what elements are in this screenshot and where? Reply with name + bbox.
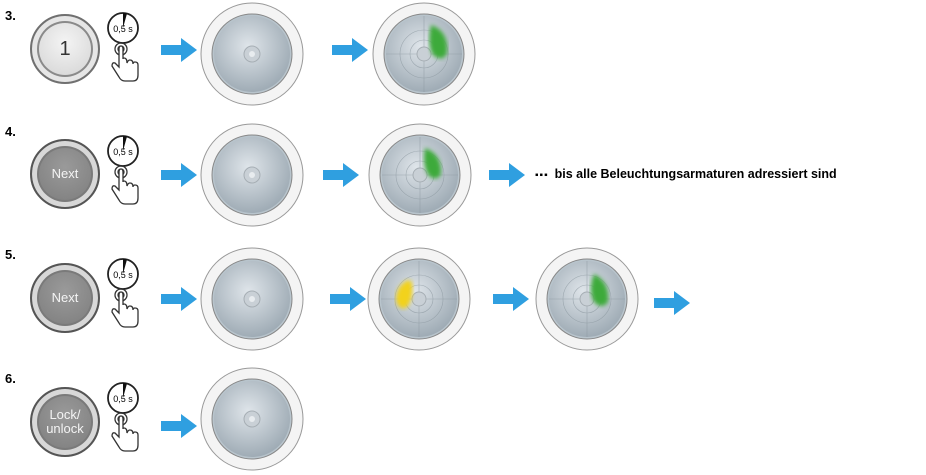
- stopwatch-icon: 0,5 s: [107, 382, 139, 414]
- press-timer: 0,5 s: [103, 130, 147, 220]
- step-number: 4.: [5, 124, 16, 139]
- tap-hand-icon: [111, 42, 139, 82]
- step-number: 3.: [5, 8, 16, 23]
- arrow-icon: [493, 287, 529, 311]
- next-button[interactable]: Next: [30, 263, 100, 333]
- stopwatch-icon: 0,5 s: [107, 12, 139, 44]
- arrow-icon: [654, 291, 690, 315]
- stopwatch-icon: 0,5 s: [107, 135, 139, 167]
- arrow-icon: [489, 163, 525, 187]
- luminaire-off: [200, 247, 304, 351]
- timer-label: 0,5 s: [113, 394, 133, 404]
- luminaire-green: [535, 247, 639, 351]
- step-number: 6.: [5, 371, 16, 386]
- arrow-icon: [161, 287, 197, 311]
- luminaire-green: [372, 2, 476, 106]
- luminaire-yellow: [367, 247, 471, 351]
- arrow-icon: [323, 163, 359, 187]
- tap-hand-icon: [111, 412, 139, 452]
- timer-label: 0,5 s: [113, 270, 133, 280]
- press-timer: 0,5 s: [103, 377, 147, 467]
- press-timer: 0,5 s: [103, 253, 147, 343]
- arrow-icon: [161, 163, 197, 187]
- step-number: 5.: [5, 247, 16, 262]
- stopwatch-icon: 0,5 s: [107, 258, 139, 290]
- press-timer: 0,5 s: [103, 7, 147, 97]
- next-button[interactable]: Next: [30, 139, 100, 209]
- continuation-note: ▪▪▪ bis alle Beleuchtungsarmaturen adress…: [535, 167, 837, 181]
- arrow-icon: [161, 38, 197, 62]
- button-label: Next: [51, 166, 79, 181]
- luminaire-off: [200, 123, 304, 227]
- arrow-icon: [332, 38, 368, 62]
- tap-hand-icon: [111, 288, 139, 328]
- tap-hand-icon: [111, 165, 139, 205]
- button-1[interactable]: 1: [30, 14, 100, 84]
- timer-label: 0,5 s: [113, 24, 133, 34]
- luminaire-off: [200, 367, 304, 471]
- button-label: Next: [51, 290, 79, 305]
- timer-label: 0,5 s: [113, 147, 133, 157]
- luminaire-green: [368, 123, 472, 227]
- ellipsis-dots: ▪▪▪: [535, 170, 549, 181]
- button-label: Lock/unlock: [46, 407, 84, 436]
- arrow-icon: [330, 287, 366, 311]
- luminaire-off: [200, 2, 304, 106]
- arrow-icon: [161, 414, 197, 438]
- button-label: 1: [59, 38, 71, 60]
- lock-unlock-button[interactable]: Lock/unlock: [30, 387, 100, 457]
- note-text: bis alle Beleuchtungsarmaturen adressier…: [554, 167, 837, 181]
